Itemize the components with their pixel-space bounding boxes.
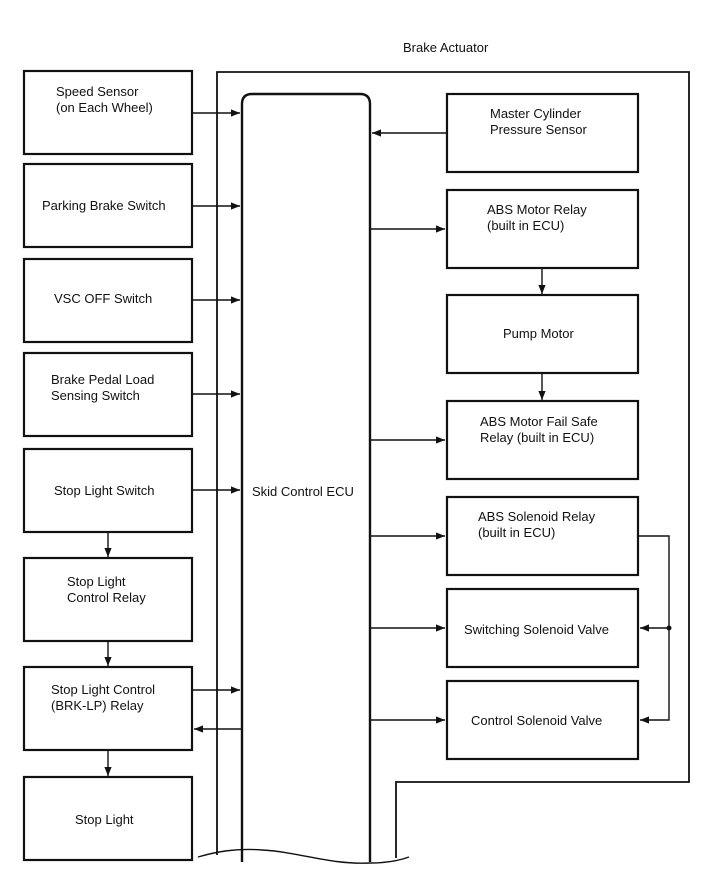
stop-light-control-relay-label-line: Stop Light <box>67 574 126 589</box>
abs-motor-relay-label-line: ABS Motor Relay <box>487 202 587 217</box>
speed-sensor-block: Speed Sensor(on Each Wheel) <box>22 69 194 156</box>
master-cylinder-pressure-sensor-label-line: Pressure Sensor <box>490 122 587 137</box>
brake-actuator-boundary <box>216 71 690 858</box>
break-line <box>197 848 410 864</box>
brk-lp-relay-label-line: (BRK-LP) Relay <box>51 698 144 713</box>
stop-light-box <box>22 775 194 862</box>
junction-dot <box>666 625 672 631</box>
stop-light-block: Stop Light <box>22 775 194 862</box>
abs-solenoid-relay-label-line: ABS Solenoid Relay <box>478 509 596 524</box>
abs-motor-relay-box <box>445 188 640 270</box>
brk-lp-relay-block: Stop Light Control(BRK-LP) Relay <box>22 665 194 752</box>
speed-sensor-label-line: Speed Sensor <box>56 84 139 99</box>
brake-pedal-load-sensing-switch-label-line: Sensing Switch <box>51 388 140 403</box>
stop-light-switch-block: Stop Light Switch <box>22 447 194 534</box>
vsc-off-switch-label-line: VSC OFF Switch <box>54 291 152 306</box>
speed-sensor-label-line: (on Each Wheel) <box>56 100 153 115</box>
parking-brake-switch-box <box>22 162 194 249</box>
stop-light-control-relay-box <box>22 556 194 643</box>
vsc-off-switch-block: VSC OFF Switch <box>22 257 194 344</box>
brk-lp-relay-box <box>22 665 194 752</box>
switching-solenoid-valve-label-line: Switching Solenoid Valve <box>464 622 609 637</box>
abs-motor-relay-block: ABS Motor Relay(built in ECU) <box>445 188 640 270</box>
vsc-off-switch-box <box>22 257 194 344</box>
pump-motor-box <box>445 293 640 375</box>
master-cylinder-pressure-sensor-label-line: Master Cylinder <box>490 106 582 121</box>
control-solenoid-valve-box <box>445 679 640 761</box>
abs-motor-fail-safe-relay-label-line: ABS Motor Fail Safe <box>480 414 598 429</box>
brake-pedal-load-sensing-switch-label-line: Brake Pedal Load <box>51 372 154 387</box>
solenoid-relay-to-control-valve-arrow <box>640 628 670 724</box>
abs-motor-fail-safe-relay-label-line: Relay (built in ECU) <box>480 430 594 445</box>
skid-control-ecu-label: Skid Control ECU <box>252 484 354 499</box>
control-solenoid-valve-block: Control Solenoid Valve <box>445 679 640 761</box>
pump-motor-label-line: Pump Motor <box>503 326 574 341</box>
brk-lp-relay-label-line: Stop Light Control <box>51 682 155 697</box>
parking-brake-switch-label-line: Parking Brake Switch <box>42 198 166 213</box>
control-solenoid-valve-label-line: Control Solenoid Valve <box>471 713 602 728</box>
stop-light-label-line: Stop Light <box>75 812 134 827</box>
abs-solenoid-relay-label-line: (built in ECU) <box>478 525 555 540</box>
abs-motor-fail-safe-relay-box <box>445 399 640 481</box>
brake-actuator-label: Brake Actuator <box>403 40 489 55</box>
abs-solenoid-relay-box <box>445 495 640 577</box>
switching-solenoid-valve-box <box>445 587 640 669</box>
stop-light-control-relay-label-line: Control Relay <box>67 590 146 605</box>
abs-solenoid-relay-block: ABS Solenoid Relay(built in ECU) <box>445 495 640 577</box>
parking-brake-switch-block: Parking Brake Switch <box>22 162 194 249</box>
solenoid-relay-to-switching-valve-arrow <box>638 535 670 632</box>
switching-solenoid-valve-block: Switching Solenoid Valve <box>445 587 640 669</box>
pump-motor-block: Pump Motor <box>445 293 640 375</box>
skid-control-ecu-block <box>240 92 372 862</box>
stop-light-switch-label-line: Stop Light Switch <box>54 483 154 498</box>
abs-motor-relay-label-line: (built in ECU) <box>487 218 564 233</box>
